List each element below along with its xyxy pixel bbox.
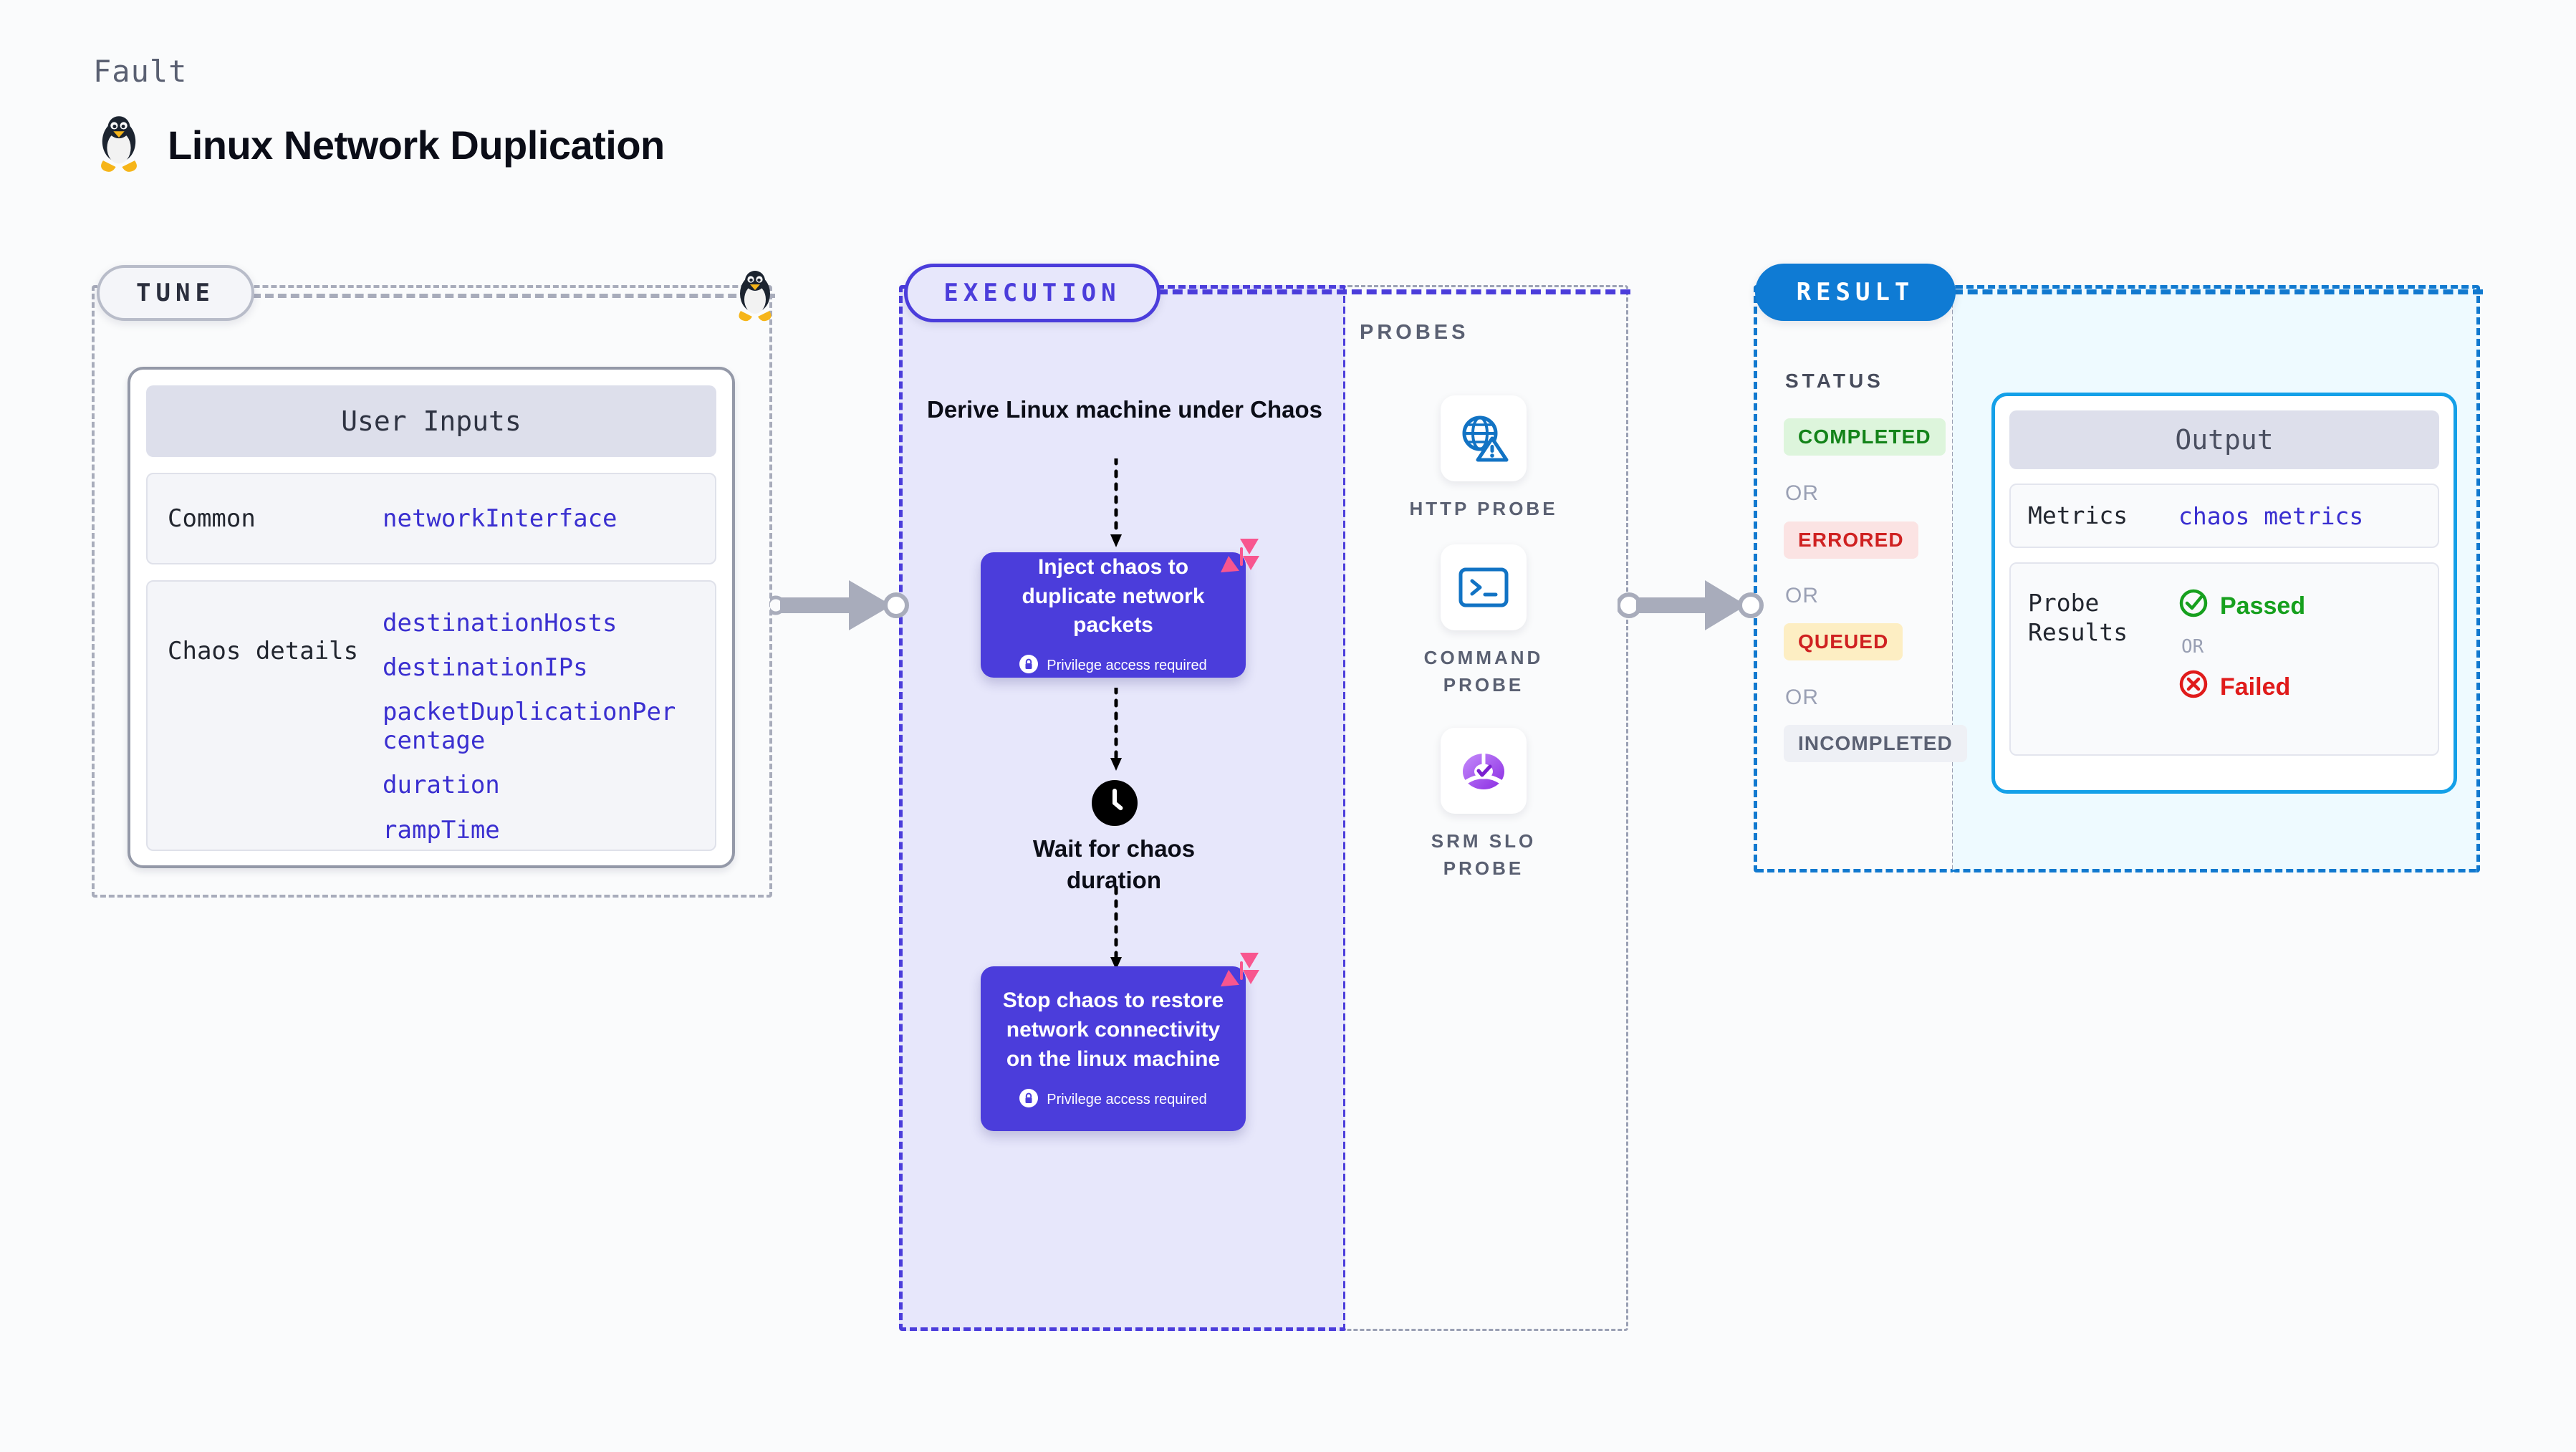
wait-for-chaos-duration-label: Wait for chaos duration [1032,835,1196,893]
output-metrics-key: Metrics [2028,501,2128,530]
output-probe-results-key: Probe Results [2028,589,2128,647]
tune-row-key: Common [168,504,256,533]
inject-chaos-node[interactable]: Inject chaos to duplicate network packet… [981,552,1246,678]
user-inputs-card: User Inputs Common networkInterface Chao… [128,367,735,868]
tune-linux-penguin-icon [732,269,778,327]
tune-value: destinationHosts [383,609,617,638]
stop-privilege-note: Privilege access required [1019,1088,1207,1111]
tune-row-values: networkInterface [383,504,617,533]
inject-chaos-text: Inject chaos to duplicate network packet… [1022,554,1205,638]
linux-penguin-icon [93,115,145,175]
stop-chaos-node[interactable]: Stop chaos to restore network connectivi… [981,966,1246,1131]
privilege-text: Privilege access required [1047,1091,1207,1107]
terminal-icon [1441,544,1527,630]
check-circle-icon [2178,588,2209,625]
lock-icon [1019,1088,1039,1111]
verdict-passed: Passed [2178,588,2305,625]
slo-donut-check-icon [1441,728,1527,814]
tune-row-chaos-details: Chaos details destinationHosts destinati… [146,580,716,851]
status-badge-completed: COMPLETED [1784,418,1946,456]
tune-pill[interactable]: TUNE [97,265,254,321]
verdict-or-label: OR [2181,636,2204,658]
verdict-failed: Failed [2178,669,2305,706]
lock-icon [1019,655,1039,677]
probe-label: HTTP PROBE [1409,498,1558,519]
probes-to-result-arrow [1616,573,1768,641]
tune-row-values: destinationHosts destinationIPs packetDu… [383,609,676,845]
stop-chaos-text: Stop chaos to restore network connectivi… [1002,989,1224,1071]
verdict-passed-label: Passed [2220,592,2306,620]
probe-item-command[interactable]: COMMAND PROBE [1394,544,1573,698]
probe-label: COMMAND PROBE [1423,647,1544,696]
tune-to-execution-arrow [766,573,913,641]
page-title: Linux Network Duplication [168,122,665,168]
execution-step-title: Derive Linux machine under Chaos [927,396,1322,423]
verdict-failed-label: Failed [2220,673,2291,701]
execution-pill[interactable]: EXECUTION [904,264,1160,322]
privilege-text: Privilege access required [1047,658,1207,674]
output-metrics-value: chaos metrics [2178,501,2364,530]
output-verdicts: Passed OR Failed [2178,588,2305,706]
tune-header-dash [252,294,775,298]
status-or-label: OR [1785,584,1819,607]
tune-value: destinationIPs [383,653,588,683]
output-card: Output Metrics chaos metrics Probe Resul… [1991,393,2457,794]
litmus-chaos-logo-icon [1219,537,1260,573]
status-badge-queued: QUEUED [1784,623,1903,660]
probes-title: PROBES [1360,321,1469,344]
tune-value: packetDuplicationPercentage [383,698,676,756]
tune-row-common: Common networkInterface [146,473,716,564]
output-row-probe-results: Probe Results Passed OR [2009,562,2439,756]
tune-value: duration [383,771,500,800]
globe-alert-icon [1441,395,1527,481]
litmus-chaos-logo-icon [1219,951,1260,987]
x-circle-icon [2178,669,2209,706]
tune-row-key: Chaos details [168,637,359,665]
inject-privilege-note: Privilege access required [1019,655,1207,677]
clock-icon [1089,777,1140,832]
tune-value: rampTime [383,815,500,845]
probe-item-srm-slo[interactable]: SRM SLO PROBE [1394,728,1573,882]
probe-item-http[interactable]: HTTP PROBE [1394,395,1573,523]
status-badge-incompleted: INCOMPLETED [1784,725,1967,762]
execution-header-dash [1158,289,1630,294]
probe-label: SRM SLO PROBE [1431,830,1537,879]
user-inputs-header: User Inputs [146,385,716,457]
arrow-inject-to-wait [1107,686,1125,777]
output-card-header: Output [2009,410,2439,469]
output-row-metrics: Metrics chaos metrics [2009,484,2439,548]
arrow-title-to-inject [1107,456,1125,554]
status-title: STATUS [1785,370,1884,392]
result-pill[interactable]: RESULT [1755,264,1956,321]
status-or-label: OR [1785,481,1819,505]
arrow-wait-to-stop [1107,886,1125,976]
tune-value: networkInterface [383,504,617,533]
status-or-label: OR [1785,686,1819,709]
page-title-row: Linux Network Duplication [93,115,665,175]
status-badge-errored: ERRORED [1784,521,1918,559]
page-eyebrow: Fault [93,54,188,89]
result-header-dash [1953,289,2483,294]
